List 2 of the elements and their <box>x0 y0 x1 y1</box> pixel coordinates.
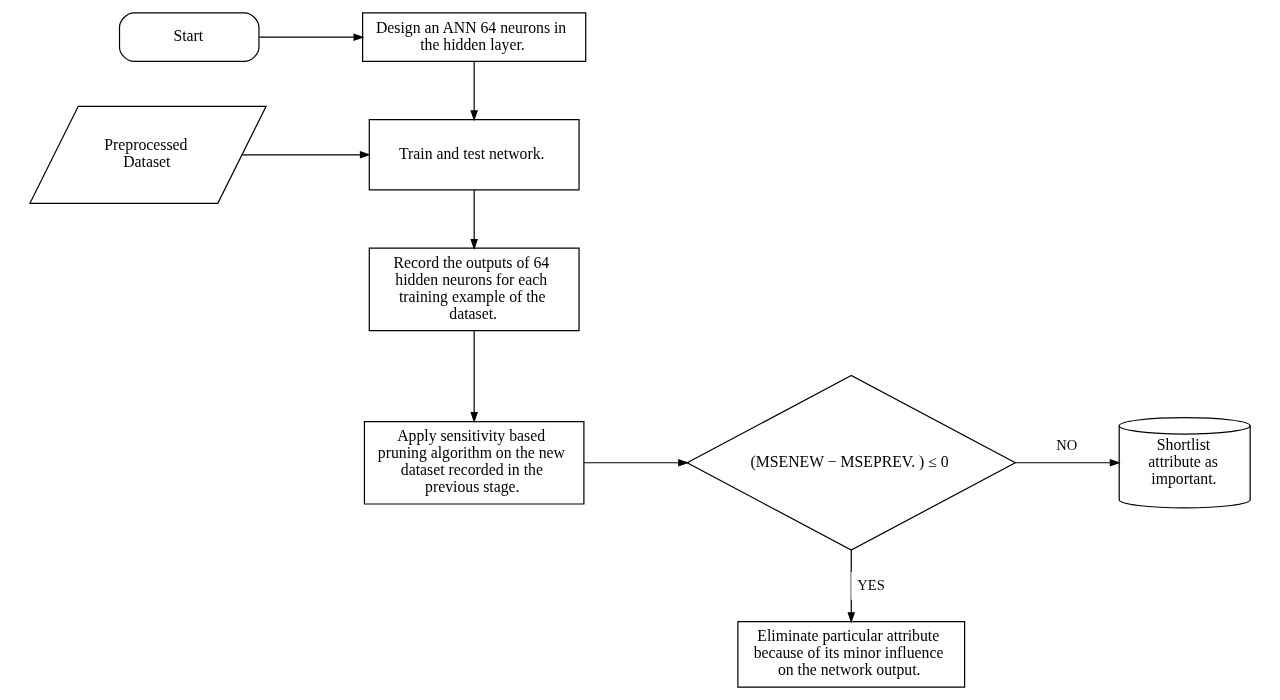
edge-label: NO <box>1056 436 1078 453</box>
edge-label: YES <box>857 577 885 594</box>
